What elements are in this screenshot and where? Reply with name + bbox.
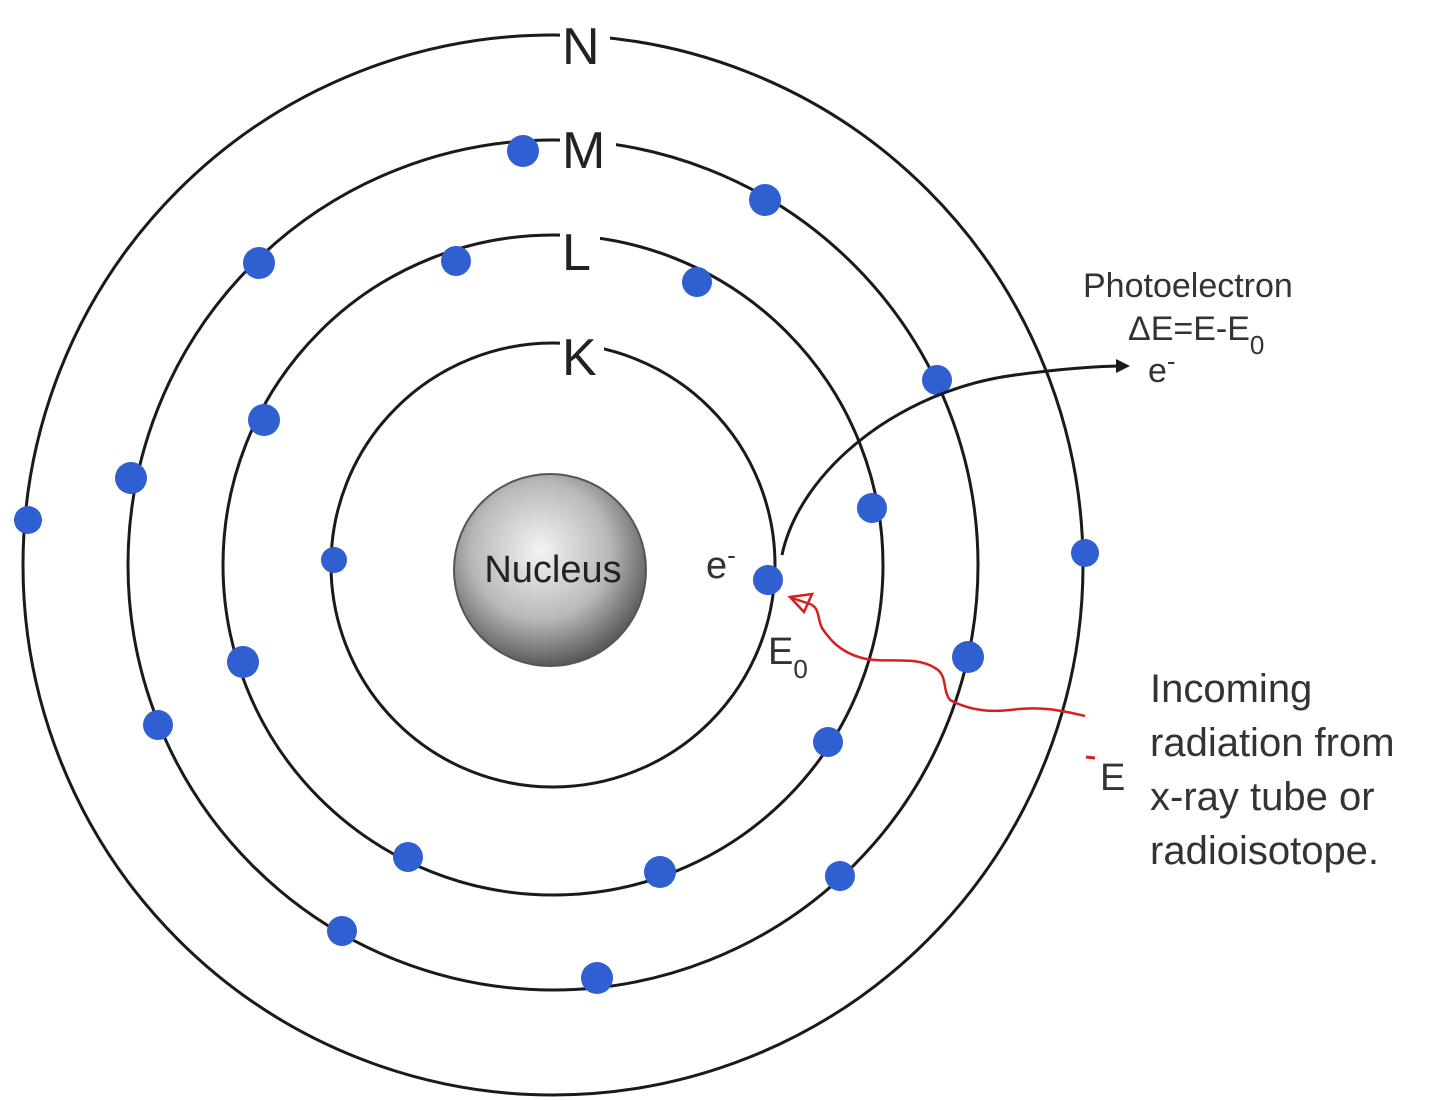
shell-label-n: N xyxy=(562,18,600,76)
ejected-electron-label: e- xyxy=(706,540,736,587)
shell-m-orbit xyxy=(126,138,980,992)
incoming-energy-label: E xyxy=(1100,757,1125,799)
electron-l-7 xyxy=(227,646,259,678)
photoelectron-equation: ΔE=E-E0 xyxy=(1128,310,1264,360)
nucleus-label: Nucleus xyxy=(484,549,621,591)
shell-label-m: M xyxy=(562,122,605,180)
shell-label-l: L xyxy=(562,224,591,282)
electron-l-5 xyxy=(644,856,676,888)
caption-line-3: x-ray tube or xyxy=(1150,775,1375,819)
electron-m-10 xyxy=(243,247,275,279)
photoelectron-symbol: e- xyxy=(1148,346,1176,390)
electron-k-1 xyxy=(321,547,347,573)
electron-m-2 xyxy=(749,184,781,216)
caption-line-1: Incoming xyxy=(1150,667,1313,711)
electron-l-2 xyxy=(682,267,712,297)
incoming-radiation-caption: Incoming radiation from x-ray tube or ra… xyxy=(1150,662,1440,878)
radiation-tick xyxy=(1085,755,1096,760)
electron-l-3 xyxy=(857,493,887,523)
electron-l-6 xyxy=(393,842,423,872)
binding-energy-label: E0 xyxy=(768,631,808,684)
shell-l-orbit xyxy=(221,233,885,897)
shell-label-k: K xyxy=(562,329,597,387)
nucleus xyxy=(453,473,647,667)
electron-k-ejected xyxy=(753,565,783,595)
electron-m-7 xyxy=(327,916,357,946)
electron-l-8 xyxy=(248,404,280,436)
caption-line-4: radioisotope. xyxy=(1150,829,1380,873)
electrons xyxy=(14,135,1099,994)
electron-m-9 xyxy=(115,462,147,494)
radiation-arrowhead xyxy=(787,592,815,615)
electron-m-8 xyxy=(143,710,173,740)
photoelectron-trajectory xyxy=(780,359,1130,556)
electron-n-2 xyxy=(1071,539,1099,567)
photoelectron-title: Photoelectron xyxy=(1083,267,1293,305)
electron-m-6 xyxy=(581,962,613,994)
electron-n-1 xyxy=(14,506,42,534)
electron-m-3 xyxy=(922,365,952,395)
electron-l-1 xyxy=(441,246,471,276)
caption-line-2: radiation from xyxy=(1150,721,1395,765)
electron-l-4 xyxy=(813,727,843,757)
electron-m-4 xyxy=(952,641,984,673)
electron-m-1 xyxy=(507,135,539,167)
electron-m-5 xyxy=(825,861,855,891)
incoming-radiation-wave xyxy=(791,596,1086,718)
